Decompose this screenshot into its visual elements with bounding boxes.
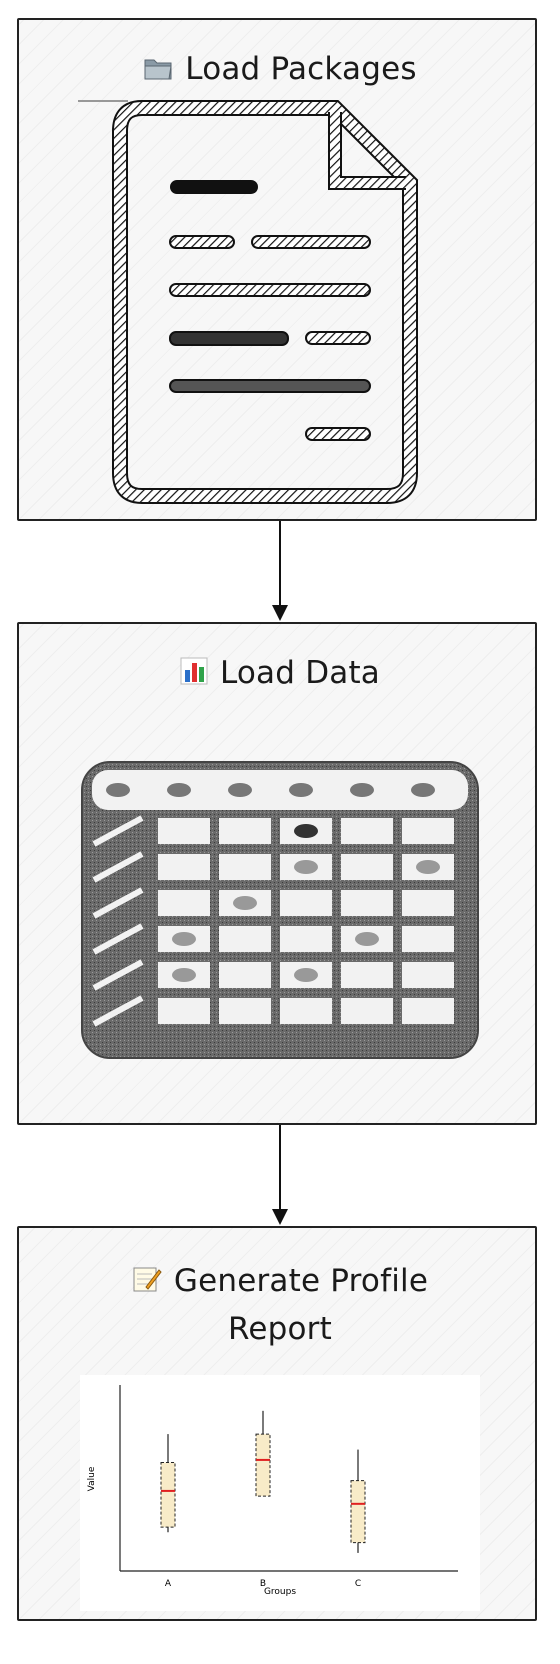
table-cell (280, 890, 332, 916)
table-cell (280, 998, 332, 1024)
box-body (350, 1480, 366, 1544)
table-cell (158, 854, 210, 880)
step-title-load-data: Load Data (0, 650, 560, 698)
table-row-stroke (92, 887, 144, 919)
x-axis-label: Groups (264, 1587, 296, 1597)
table-header-dot (411, 783, 435, 797)
x-tick-label: C (355, 1579, 361, 1589)
table-cell-dot (172, 932, 196, 946)
table-cell-dot (172, 968, 196, 982)
table-cell (402, 890, 454, 916)
table-cell (341, 890, 393, 916)
table-cell (219, 998, 271, 1024)
box-body (255, 1433, 271, 1497)
table-cell-dot (294, 824, 318, 838)
step-title-text: Load Packages (185, 51, 417, 87)
table-header-dot (350, 783, 374, 797)
table-row-stroke (92, 959, 144, 991)
table-icon (81, 761, 479, 1059)
table-cell (341, 962, 393, 988)
table-row-stroke (92, 923, 144, 955)
table-cell-dot (294, 968, 318, 982)
table-cell (219, 854, 271, 880)
table-cell (402, 998, 454, 1024)
notepad-icon (132, 1260, 162, 1306)
table-row-stroke (92, 995, 144, 1027)
table-cell (158, 818, 210, 844)
table-cell (280, 926, 332, 952)
table-header-dot (228, 783, 252, 797)
table-cell-dot (294, 860, 318, 874)
flow-arrow (272, 1125, 288, 1225)
table-cell (341, 998, 393, 1024)
step-title-text: Generate Profile Report (173, 1263, 429, 1347)
table-cell (402, 926, 454, 952)
table-cell (219, 926, 271, 952)
table-header-dot (289, 783, 313, 797)
x-tick-label: B (260, 1579, 266, 1589)
table-cell-dot (355, 932, 379, 946)
table-cell-dot (233, 896, 257, 910)
table-cell (219, 962, 271, 988)
folder-icon (143, 48, 173, 94)
bar-chart-icon (180, 652, 208, 698)
table-cell (402, 962, 454, 988)
table-cell (341, 854, 393, 880)
step-title-generate-report: Generate Profile Report (0, 1258, 560, 1352)
table-cell (219, 818, 271, 844)
table-cell (402, 818, 454, 844)
x-tick-label: A (165, 1579, 172, 1589)
table-header-dot (106, 783, 130, 797)
box-body (160, 1462, 176, 1528)
table-cell (341, 818, 393, 844)
document-icon (78, 100, 418, 504)
table-row-stroke (92, 851, 144, 883)
table-header-dot (167, 783, 191, 797)
box-plot-chart: Value Groups A B C (80, 1375, 480, 1611)
table-cell (158, 998, 210, 1024)
step-title-text: Load Data (219, 655, 381, 691)
table-cell-dot (416, 860, 440, 874)
table-row-stroke (92, 815, 144, 847)
y-axis-label: Value (87, 1466, 97, 1491)
flow-arrow (272, 521, 288, 621)
table-cell (158, 890, 210, 916)
step-title-load-packages: Load Packages (0, 46, 560, 94)
